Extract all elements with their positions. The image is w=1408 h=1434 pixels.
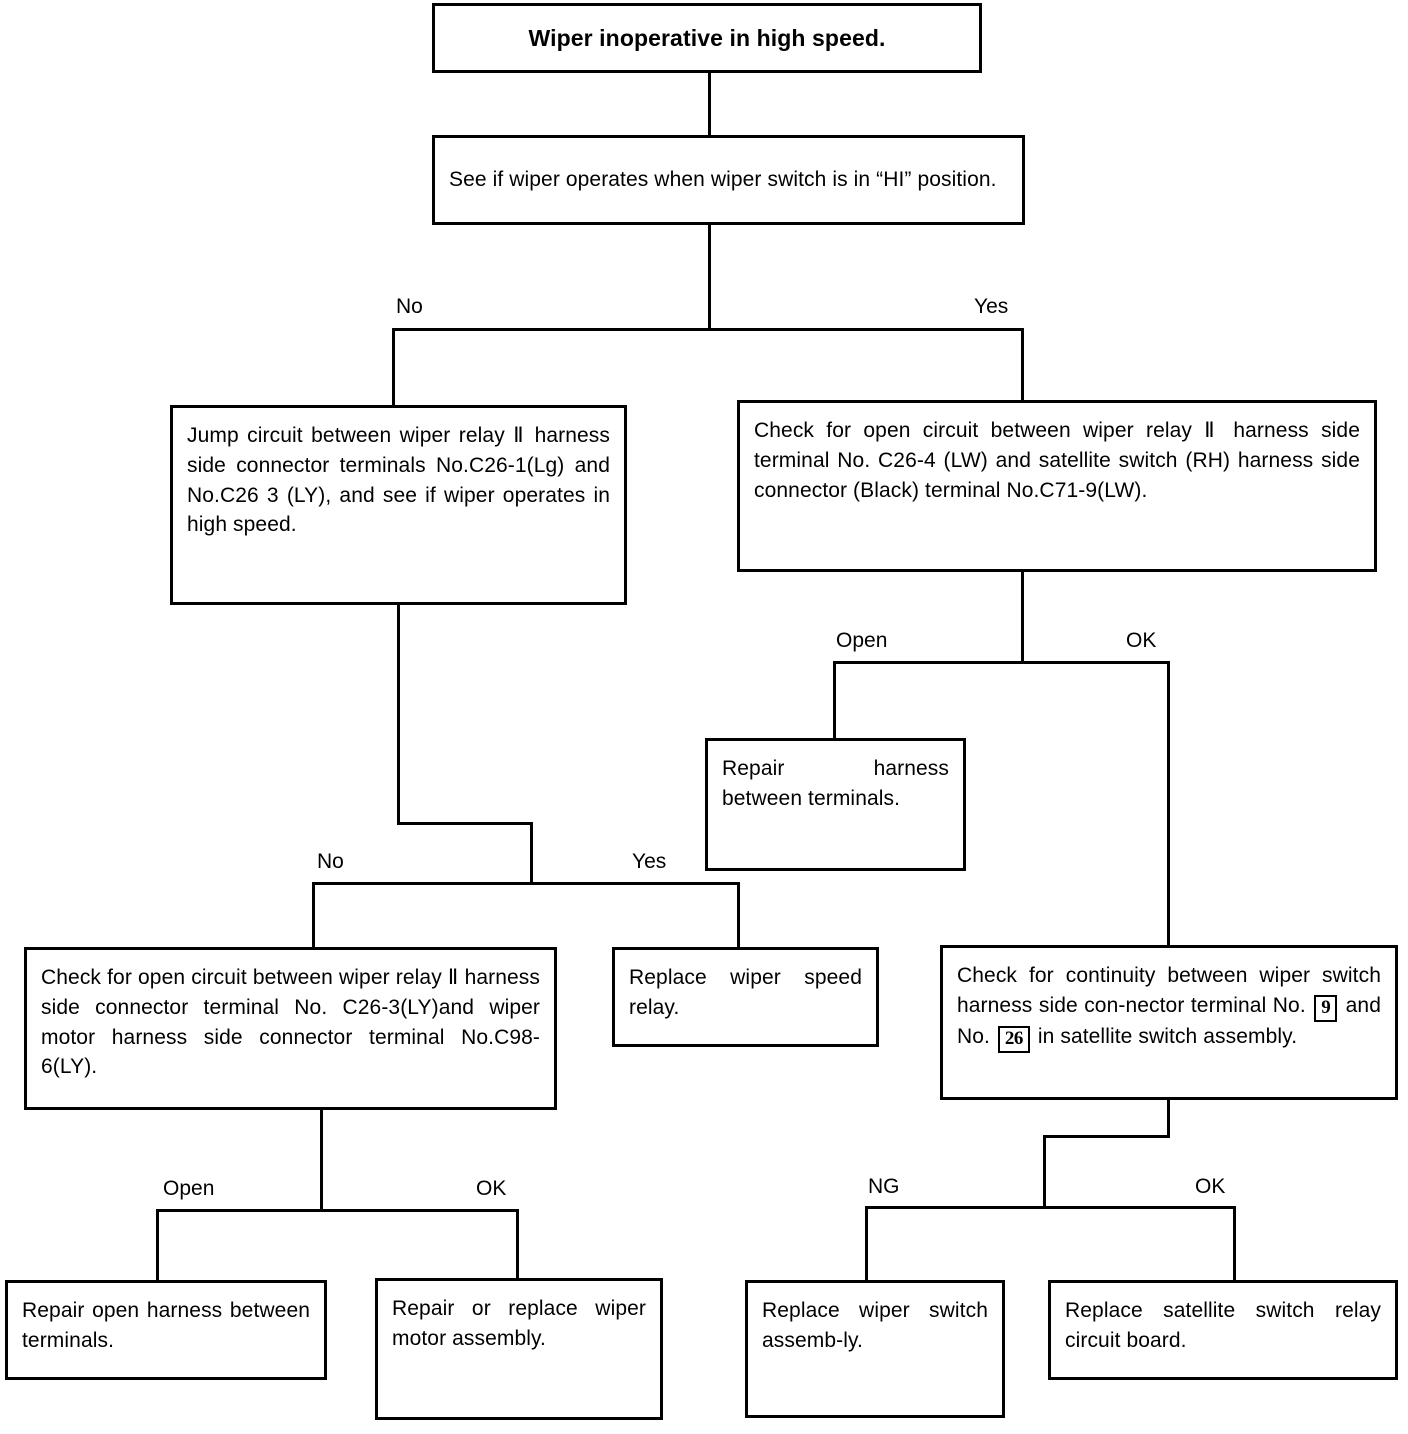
continuity-text-c: in satellite switch assembly. <box>1037 1024 1298 1048</box>
node-repair-harness-label: Repair harness between terminals. <box>722 757 949 810</box>
connector-ok-br-down <box>1233 1206 1236 1281</box>
connector-ok-bl-down <box>516 1209 519 1281</box>
connector-yes-mid-down <box>737 882 740 947</box>
node-replace-speed-relay-label: Replace wiper speed relay. <box>629 966 862 1019</box>
edge-label-no-top: No <box>393 296 426 317</box>
node-check-continuity-label: Check for continuity between wiper switc… <box>943 961 1395 1053</box>
connector-jump-jog-right <box>397 822 533 825</box>
connector-continuity-down2 <box>1043 1135 1046 1209</box>
node-check-continuity: Check for continuity between wiper switc… <box>940 945 1398 1100</box>
node-replace-relay-board-label: Replace satellite switch relay circuit b… <box>1065 1299 1381 1352</box>
connector-satellite-down <box>1021 570 1024 664</box>
connector-continuity-down <box>1167 1097 1170 1138</box>
edge-label-ok-bottom-right: OK <box>1192 1176 1229 1197</box>
edge-label-ok-bottom-left: OK <box>473 1178 510 1199</box>
node-repair-replace-motor: Repair or replace wiper motor assembly. <box>375 1278 663 1420</box>
connector-open-ok-splitter <box>833 661 1170 664</box>
connector-check-hi-down <box>708 224 711 330</box>
node-replace-relay-board: Replace satellite switch relay circuit b… <box>1048 1280 1398 1380</box>
connector-open-ok-bl-splitter <box>156 1209 519 1212</box>
node-start-label: Wiper inoperative in high speed. <box>528 24 886 51</box>
node-check-hi-label: See if wiper operates when wiper switch … <box>449 168 997 192</box>
edge-label-ok-upper-right: OK <box>1123 630 1160 651</box>
edge-label-ng-bottom-right: NG <box>865 1176 903 1197</box>
node-repair-harness: Repair harness between terminals. <box>705 738 966 871</box>
edge-label-open-bottom-left: Open <box>160 1178 218 1199</box>
continuity-text-b: and No. <box>957 993 1381 1048</box>
connector-continuity-jog-left <box>1043 1135 1170 1138</box>
connector-motor-down <box>320 1110 323 1212</box>
node-repair-replace-motor-label: Repair or replace wiper motor assembly. <box>392 1297 646 1350</box>
node-jump-circuit-label: Jump circuit between wiper relay Ⅱ harne… <box>187 424 610 537</box>
connector-jump-down2 <box>530 822 533 884</box>
node-replace-speed-relay: Replace wiper speed relay. <box>612 947 879 1047</box>
edge-label-yes-mid: Yes <box>629 851 670 872</box>
node-replace-switch-assy: Replace wiper switch assemb-ly. <box>745 1280 1005 1418</box>
node-check-open-motor-label: Check for open circuit between wiper rel… <box>41 966 540 1079</box>
node-check-open-motor: Check for open circuit between wiper rel… <box>24 947 557 1110</box>
connector-yes-branch-down <box>1021 328 1024 402</box>
connector-start-to-check-hi <box>708 70 711 135</box>
node-check-hi-position: See if wiper operates when wiper switch … <box>432 135 1025 225</box>
connector-no-yes-splitter <box>392 328 1024 331</box>
connector-no-yes-mid-splitter <box>312 882 740 885</box>
connector-ng-down <box>865 1206 868 1281</box>
node-repair-open-harness-label: Repair open harness between terminals. <box>22 1299 310 1352</box>
node-jump-circuit: Jump circuit between wiper relay Ⅱ harne… <box>170 405 627 605</box>
node-replace-switch-assy-label: Replace wiper switch assemb-ly. <box>762 1299 988 1352</box>
node-start: Wiper inoperative in high speed. <box>432 3 982 73</box>
edge-label-yes-top: Yes <box>971 296 1012 317</box>
connector-open-branch-down <box>833 661 836 744</box>
terminal-number-9: 9 <box>1314 994 1338 1022</box>
node-repair-open-harness: Repair open harness between terminals. <box>5 1280 327 1380</box>
connector-ok-branch-down <box>1167 661 1170 945</box>
edge-label-no-mid: No <box>314 851 347 872</box>
edge-label-open-upper-right: Open <box>833 630 891 651</box>
continuity-text-a: Check for continuity between wiper switc… <box>957 964 1381 1017</box>
node-check-open-satellite: Check for open circuit between wiper rel… <box>737 400 1377 572</box>
node-check-open-satellite-label: Check for open circuit between wiper rel… <box>754 419 1360 502</box>
connector-open-bl-down <box>156 1209 159 1281</box>
connector-ng-ok-splitter <box>865 1206 1236 1209</box>
terminal-number-26: 26 <box>997 1025 1030 1053</box>
connector-jump-down <box>397 603 400 825</box>
connector-no-branch-down <box>392 328 395 408</box>
connector-no-mid-down <box>312 882 315 947</box>
